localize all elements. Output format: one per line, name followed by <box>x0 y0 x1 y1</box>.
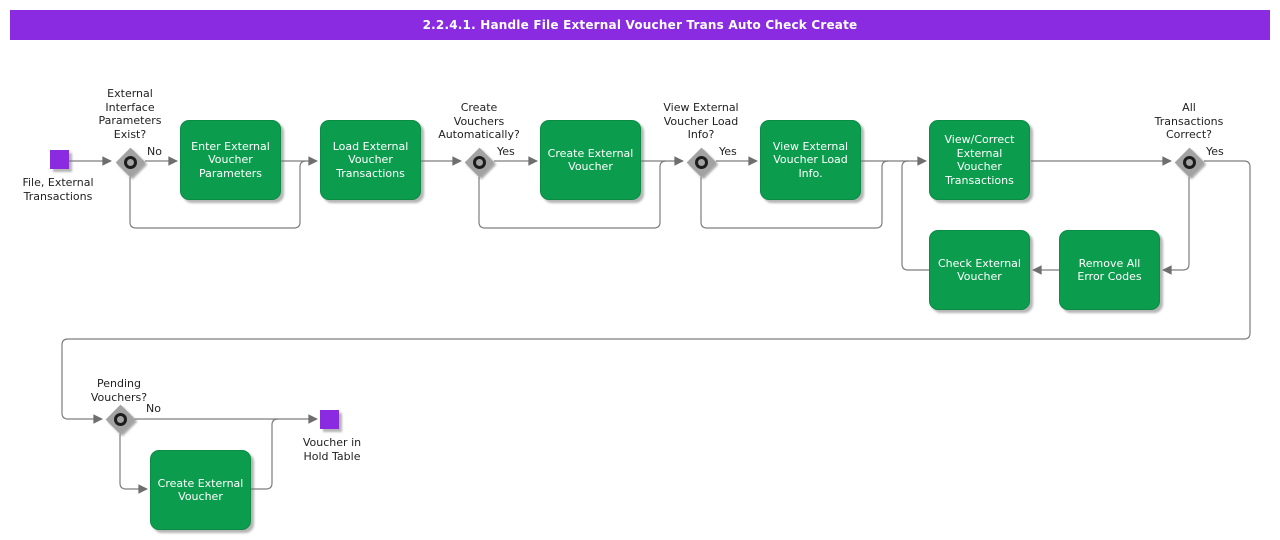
activity-remove-all-error-codes: Remove All Error Codes <box>1059 230 1160 310</box>
title-bar: 2.2.4.1. Handle File External Voucher Tr… <box>10 10 1270 40</box>
decision-question: Create Vouchers Automatically? <box>438 101 520 141</box>
connector-d4-yes-to-d5 <box>61 160 1251 424</box>
decision-view-external-voucher-load-info <box>686 147 716 177</box>
decision-external-interface-parameters-exist <box>115 147 145 177</box>
decision-circle-icon <box>1182 155 1196 169</box>
branch-label-yes: Yes <box>719 145 737 158</box>
connector-d1-bypass <box>129 160 307 229</box>
connector-a8-merge <box>251 418 279 490</box>
activity-enter-external-voucher-parameters: Enter External Voucher Parameters <box>180 120 281 200</box>
decision-pending-vouchers <box>105 404 135 434</box>
decision-circle-icon <box>694 155 708 169</box>
decision-circle-icon <box>113 412 127 426</box>
decision-question: External Interface Parameters Exist? <box>98 87 162 141</box>
activity-load-external-voucher-transactions: Load External Voucher Transactions <box>320 120 421 200</box>
start-terminal-node <box>50 150 69 169</box>
decision-question: All Transactions Correct? <box>1154 101 1224 141</box>
branch-label-yes: Yes <box>497 145 515 158</box>
decision-all-transactions-correct <box>1174 147 1204 177</box>
activity-create-external-voucher-pending: Create External Voucher <box>150 450 251 530</box>
activity-label: Remove All Error Codes <box>1077 256 1142 284</box>
activity-create-external-voucher: Create External Voucher <box>540 120 641 200</box>
activity-label: Load External Voucher Transactions <box>332 139 409 180</box>
connector-d2-bypass <box>478 160 667 229</box>
activity-check-external-voucher: Check External Voucher <box>929 230 1030 310</box>
activity-label: View External Voucher Load Info. <box>772 139 849 180</box>
branch-label-no: No <box>147 145 162 158</box>
activity-view-correct-external-voucher-transactions: View/Correct External Voucher Transactio… <box>929 120 1030 200</box>
activity-label: View/Correct External Voucher Transactio… <box>944 133 1015 187</box>
page-title: 2.2.4.1. Handle File External Voucher Tr… <box>422 18 858 32</box>
decision-question: Pending Vouchers? <box>90 377 148 404</box>
start-node-label: File, External Transactions <box>22 176 94 203</box>
decision-circle-icon <box>123 155 137 169</box>
end-terminal-node <box>320 410 339 429</box>
connector-d3-bypass <box>700 160 889 229</box>
branch-label-yes: Yes <box>1206 145 1224 158</box>
connector-d5-down-to-a8 <box>119 434 148 494</box>
branch-label-no: No <box>146 402 161 415</box>
end-node-label: Voucher in Hold Table <box>302 436 362 463</box>
activity-label: Create External Voucher <box>547 146 634 174</box>
connector-d4-down-to-a7 <box>1162 177 1190 275</box>
decision-create-vouchers-automatically <box>464 147 494 177</box>
activity-label: Create External Voucher <box>157 476 244 504</box>
activity-label: Enter External Voucher Parameters <box>191 139 270 180</box>
connector-a6-loop-to-a5 <box>901 160 929 271</box>
activity-view-external-voucher-load-info: View External Voucher Load Info. <box>760 120 861 200</box>
decision-circle-icon <box>472 155 486 169</box>
decision-question: View External Voucher Load Info? <box>663 101 739 141</box>
activity-label: Check External Voucher <box>938 256 1021 284</box>
